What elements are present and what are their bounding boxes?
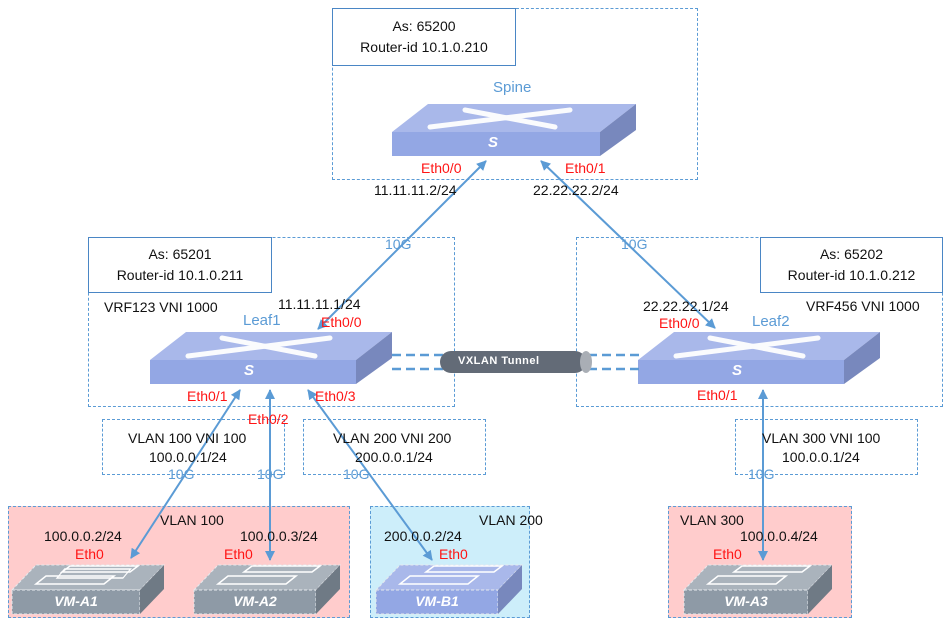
vlan300-vni-box [735,419,918,475]
vm-a1-label: VM-A1 [54,593,98,609]
spine-port-eth0-0: Eth0/0 [421,160,462,176]
leaf1-vrf: VRF123 VNI 1000 [104,299,218,315]
vm-b1-label: VM-B1 [415,593,459,609]
speed-vm-a2: 10G [257,466,284,482]
spine-name: Spine [493,79,532,96]
leaf1-as-box: As: 65201 Router-id 10.1.0.211 [88,237,272,293]
vlan100-vni-line2: 100.0.0.1/24 [149,449,227,465]
leaf2-uplink-ip: 22.22.22.1/24 [643,298,729,314]
leaf1-port-eth0-1: Eth0/1 [187,388,228,404]
vm-a2-label: VM-A2 [233,593,277,609]
leaf2-as-box: As: 65202 Router-id 10.1.0.212 [760,237,943,293]
vlan300-vni-line1: VLAN 300 VNI 100 [762,430,881,446]
leaf2-port-eth0-1: Eth0/1 [697,387,738,403]
leaf1-port-eth0-3: Eth0/3 [315,388,356,404]
vlan300-vni-line2: 100.0.0.1/24 [782,449,860,465]
leaf2-as: As: 65202 [819,246,884,262]
vlan200-vni-line1: VLAN 200 VNI 200 [333,430,452,446]
vm-a1-port: Eth0 [75,546,104,562]
spine-as-box: As: 65200 Router-id 10.1.0.210 [332,8,516,66]
vlan300-group-label: VLAN 300 [680,512,744,528]
vm-a2-port: Eth0 [224,546,253,562]
vlan100-group-label: VLAN 100 [160,512,224,528]
spine-port-eth0-1: Eth0/1 [565,160,606,176]
leaf2-router-id: Router-id 10.1.0.212 [787,267,916,283]
leaf2-badge: S [732,362,743,379]
spine-ip-to-leaf2: 22.22.22.2/24 [533,182,619,198]
leaf1-as: As: 65201 [148,246,212,262]
vm-a3-label: VM-A3 [724,593,768,609]
spine-as: As: 65200 [392,18,456,34]
leaf1-name: Leaf1 [243,312,281,329]
leaf2-vrf: VRF456 VNI 1000 [806,298,920,314]
leaf1-router-id: Router-id 10.1.0.211 [116,267,244,283]
leaf2-uplink-speed: 10G [621,236,648,252]
spine-badge: S [488,134,499,151]
speed-vm-a1: 10G [168,466,195,482]
vlan200-group-label: VLAN 200 [479,512,543,528]
leaf1-uplink-speed: 10G [385,236,412,252]
leaf1-port-eth0-0: Eth0/0 [321,314,362,330]
vxlan-tunnel-label: VXLAN Tunnel [458,355,540,367]
vm-a1-ip: 100.0.0.2/24 [44,528,122,544]
leaf2-port-eth0-0: Eth0/0 [659,315,700,331]
spine-router-id: Router-id 10.1.0.210 [360,39,488,55]
vlan200-vni-box [303,419,486,475]
leaf1-badge: S [244,362,255,379]
vm-a3-ip: 100.0.0.4/24 [740,528,818,544]
leaf2-name: Leaf2 [752,313,790,330]
vm-a2-ip: 100.0.0.3/24 [240,528,318,544]
vm-a3-port: Eth0 [713,546,742,562]
leaf1-port-eth0-2: Eth0/2 [248,411,289,427]
spine-ip-to-leaf1: 11.11.11.2/24 [374,182,457,198]
vm-b1-port: Eth0 [439,546,468,562]
speed-vm-b1: 10G [343,466,370,482]
speed-vm-a3: 10G [748,466,775,482]
leaf1-uplink-ip: 11.11.11.1/24 [278,296,361,312]
vlan100-vni-line1: VLAN 100 VNI 100 [128,430,247,446]
vm-b1-ip: 200.0.0.2/24 [384,528,462,544]
vlan200-vni-line2: 200.0.0.1/24 [355,449,433,465]
